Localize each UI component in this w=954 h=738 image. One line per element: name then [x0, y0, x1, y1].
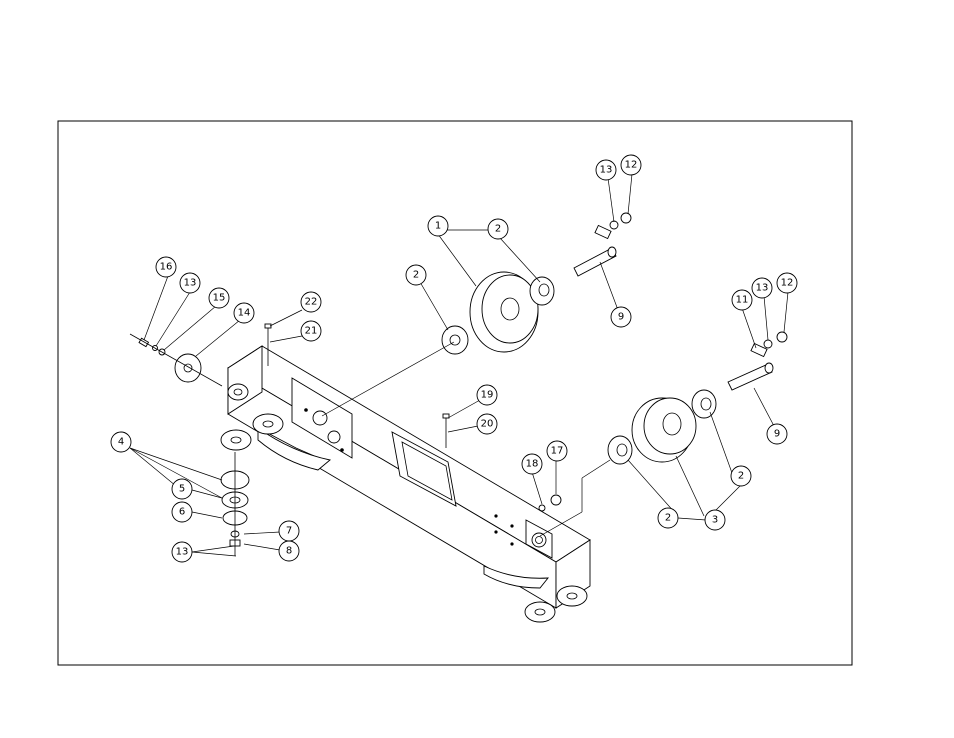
balloon: 12 — [620, 154, 642, 176]
svg-text:2: 2 — [413, 270, 419, 281]
svg-text:16: 16 — [160, 262, 173, 273]
balloon: 6 — [171, 501, 193, 523]
svg-text:17: 17 — [551, 446, 564, 457]
svg-text:12: 12 — [781, 278, 794, 289]
balloon: 2 — [487, 218, 509, 240]
balloon: 1 — [427, 215, 449, 237]
svg-text:9: 9 — [618, 312, 624, 323]
balloon: 15 — [208, 287, 230, 309]
part-balloons: 1 2 2 2 2 2 3 4 5 6 7 8 9 9 11 12 12 13 … — [110, 154, 798, 563]
main-beam — [227, 345, 591, 609]
right-wheel-assembly — [607, 331, 788, 465]
balloon: 3 — [704, 509, 726, 531]
svg-text:13: 13 — [176, 547, 189, 558]
balloon: 13 — [171, 541, 193, 563]
balloon: 8 — [278, 540, 300, 562]
svg-text:2: 2 — [495, 224, 501, 235]
balloon: 4 — [110, 431, 132, 453]
leader-lines — [129, 173, 789, 557]
svg-text:5: 5 — [179, 484, 185, 495]
balloon: 19 — [476, 384, 498, 406]
svg-text:8: 8 — [286, 546, 292, 557]
balloon: 14 — [233, 302, 255, 324]
svg-text:13: 13 — [756, 283, 769, 294]
svg-text:2: 2 — [665, 513, 671, 524]
beam-wheels — [220, 413, 588, 623]
svg-text:20: 20 — [481, 419, 494, 430]
balloon: 18 — [521, 453, 543, 475]
balloon: 13 — [179, 272, 201, 294]
upper-wheel-assembly — [441, 212, 632, 355]
svg-text:1: 1 — [435, 221, 441, 232]
left-end-parts — [129, 333, 223, 387]
balloon: 17 — [546, 440, 568, 462]
svg-text:11: 11 — [736, 295, 749, 306]
balloon: 11 — [731, 289, 753, 311]
balloon: 2 — [730, 465, 752, 487]
svg-text:22: 22 — [305, 297, 318, 308]
svg-text:14: 14 — [238, 308, 251, 319]
balloon: 2 — [405, 264, 427, 286]
svg-text:13: 13 — [600, 165, 613, 176]
small-screws — [264, 323, 562, 512]
svg-text:19: 19 — [481, 390, 494, 401]
svg-text:4: 4 — [118, 437, 124, 448]
balloon: 16 — [155, 256, 177, 278]
lower-wheel-stack — [220, 452, 250, 556]
balloon: 21 — [300, 320, 322, 342]
balloon: 9 — [610, 306, 632, 328]
svg-text:2: 2 — [738, 471, 744, 482]
balloon: 9 — [766, 423, 788, 445]
balloon: 22 — [300, 291, 322, 313]
svg-text:18: 18 — [526, 459, 539, 470]
svg-text:21: 21 — [305, 326, 318, 337]
svg-text:7: 7 — [286, 526, 292, 537]
balloon: 13 — [595, 159, 617, 181]
svg-text:9: 9 — [774, 429, 780, 440]
balloon: 2 — [657, 507, 679, 529]
balloon: 13 — [751, 277, 773, 299]
balloon: 20 — [476, 413, 498, 435]
svg-text:13: 13 — [184, 278, 197, 289]
svg-text:15: 15 — [213, 293, 226, 304]
balloon: 5 — [171, 478, 193, 500]
balloon: 12 — [776, 272, 798, 294]
balloon: 7 — [278, 520, 300, 542]
svg-text:6: 6 — [179, 507, 185, 518]
svg-text:12: 12 — [625, 160, 638, 171]
svg-text:3: 3 — [712, 515, 718, 526]
drawing-frame — [57, 120, 853, 666]
